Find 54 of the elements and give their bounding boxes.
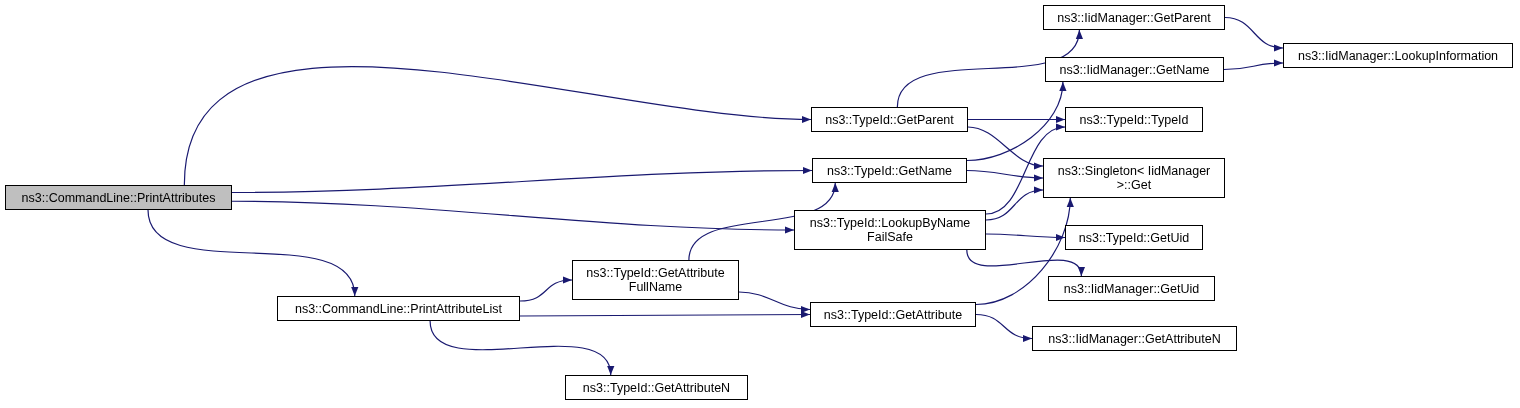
call-arrow (429, 320, 612, 376)
function-name: ns3::TypeId::GetUid (1078, 230, 1190, 245)
call-arrow (975, 313, 1033, 342)
call-arrow (967, 115, 1066, 124)
call-arrow (519, 276, 573, 302)
function-name: ns3::Singleton< IidManager >::Get (1056, 164, 1212, 192)
function-name: ns3::CommandLine::PrintAttributes (21, 190, 216, 205)
function-box (812, 158, 967, 183)
call-arrow (985, 233, 1066, 241)
function-box (810, 302, 976, 327)
function-name: ns3::IidManager::GetUid (1063, 281, 1200, 296)
call-arrow (967, 126, 1044, 169)
function-name: ns3::IidManager::GetAttributeN (1048, 331, 1221, 346)
function-box (572, 260, 739, 300)
function-name: ns3::TypeId::GetName (826, 163, 953, 178)
function-box (811, 107, 968, 132)
call-arrow (985, 187, 1044, 221)
function-box (1048, 276, 1215, 301)
function-box (5, 185, 232, 210)
function-name: ns3::TypeId::GetAttribute (823, 307, 963, 322)
function-box (1045, 57, 1224, 82)
call-arrow (147, 209, 357, 297)
function-box (1043, 158, 1225, 198)
call-arrow (1224, 16, 1284, 51)
function-box (565, 375, 748, 400)
call-arrow (896, 29, 1081, 108)
call-arrow (966, 249, 1083, 277)
call-arrow (688, 182, 837, 261)
call-arrow (966, 81, 1066, 162)
call-arrow (1223, 59, 1284, 71)
call-arrow (231, 200, 795, 234)
call-arrow (231, 167, 813, 194)
function-box (1065, 107, 1203, 132)
function-name: ns3::TypeId::TypeId (1079, 112, 1189, 127)
function-name: ns3::IidManager::GetParent (1057, 10, 1211, 25)
function-name: ns3::TypeId::GetParent (825, 112, 954, 127)
function-name: ns3::TypeId::GetAttribute FullName (585, 266, 726, 294)
call-arrow (966, 169, 1044, 182)
call-arrow (975, 197, 1074, 306)
function-name: ns3::TypeId::GetAttributeN (582, 380, 731, 395)
function-box (1065, 225, 1203, 250)
function-name: ns3::TypeId::LookupByName FailSafe (808, 216, 972, 244)
function-box (794, 210, 986, 250)
call-arrow (519, 310, 811, 319)
function-box (1283, 43, 1513, 68)
call-arrow (985, 125, 1066, 215)
function-box (277, 296, 520, 321)
function-box (1032, 326, 1237, 351)
function-name: ns3::CommandLine::PrintAttributeList (294, 301, 502, 316)
function-name: ns3::IidManager::GetName (1059, 62, 1210, 77)
function-box (1043, 5, 1225, 30)
function-name: ns3::IidManager::LookupInformation (1297, 48, 1499, 63)
call-arrow (183, 65, 812, 186)
call-arrow (738, 291, 811, 313)
